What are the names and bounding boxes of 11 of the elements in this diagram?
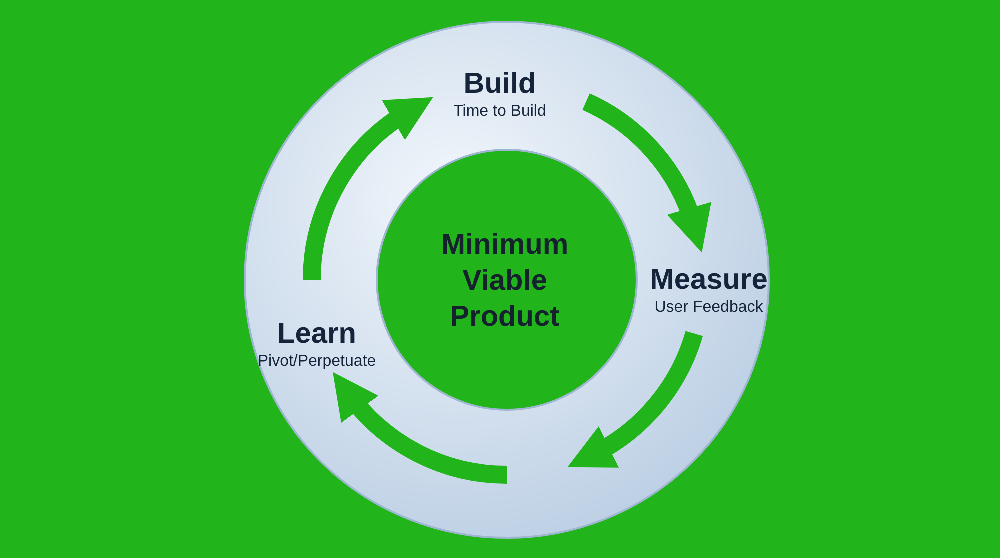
stage-title: Learn	[278, 317, 356, 351]
arrow	[332, 373, 508, 484]
arrow	[303, 96, 433, 281]
stage-subtitle: Pivot/Perpetuate	[258, 352, 376, 372]
center-label: Minimum Viable Product	[440, 228, 570, 335]
stage-title: Build	[464, 67, 536, 101]
stage-subtitle: Time to Build	[454, 102, 546, 122]
arrow	[568, 330, 703, 469]
stage-subtitle: User Feedback	[654, 298, 764, 318]
stage-title: Measure	[650, 263, 768, 297]
arrow	[582, 94, 710, 252]
